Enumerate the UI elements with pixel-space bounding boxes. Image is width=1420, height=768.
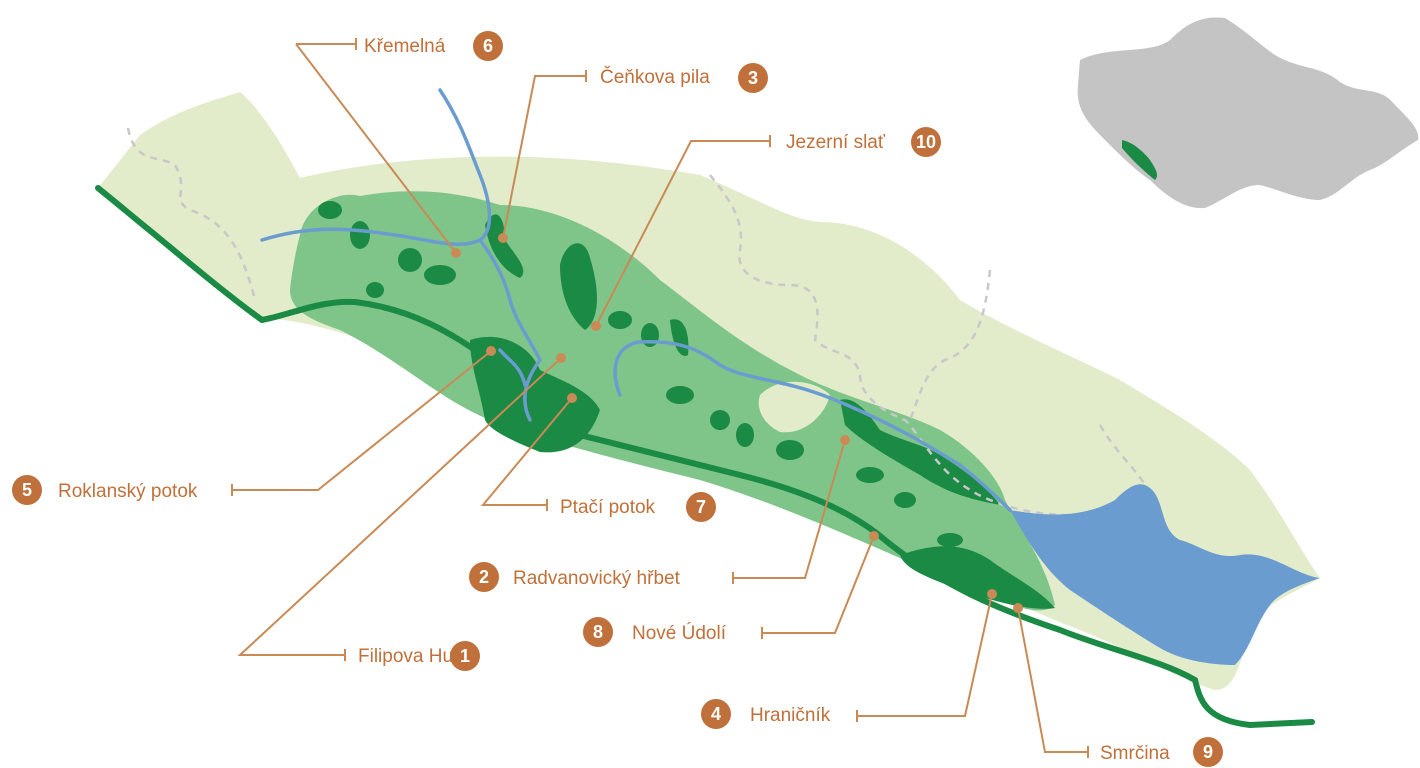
label-nove-udoli-badge — [583, 617, 613, 647]
label-roklansky-potok-name: Roklanský potok — [58, 481, 198, 502]
label-ptaci-potok[interactable]: Ptačí potok 7 — [560, 492, 716, 522]
label-ptaci-potok-badge — [686, 492, 716, 522]
label-kremelna-number: 6 — [483, 36, 493, 56]
label-hranicnik-name: Hraničník — [750, 705, 831, 726]
dot-ptaci-potok[interactable] — [567, 393, 577, 403]
label-radvanovicky-hrbet-number: 2 — [479, 567, 489, 587]
dot-nove-udoli[interactable] — [869, 531, 879, 541]
label-jezerni-slat-badge — [911, 127, 941, 157]
label-filipova-hut-badge — [450, 641, 480, 671]
label-jezerni-slat[interactable]: Jezerní slať 10 — [786, 127, 941, 157]
label-kremelna[interactable]: Křemelná 6 — [364, 31, 503, 61]
location-dots — [451, 233, 1023, 613]
label-ptaci-potok-name: Ptačí potok — [560, 497, 656, 518]
label-cenkova-pila-name: Čeňkova pila — [600, 66, 710, 88]
label-filipova-hut[interactable]: Filipova Huť 1 — [358, 641, 480, 671]
label-cenkova-pila-badge — [738, 63, 768, 93]
open-area-patch — [758, 381, 830, 433]
label-nove-udoli-name: Nové Údolí — [632, 622, 727, 644]
inset-country — [1077, 17, 1419, 209]
label-ptaci-potok-number: 7 — [696, 497, 706, 517]
label-nove-udoli-number: 8 — [593, 622, 603, 642]
label-smrcina-badge — [1193, 737, 1223, 767]
label-hranicnik-number: 4 — [711, 704, 721, 724]
label-smrcina-number: 9 — [1203, 742, 1213, 762]
dot-kremelna[interactable] — [451, 248, 461, 258]
label-hranicnik-badge — [701, 699, 731, 729]
dot-smrcina[interactable] — [1013, 603, 1023, 613]
label-roklansky-potok-number: 5 — [22, 480, 32, 500]
label-roklansky-potok-badge — [12, 475, 42, 505]
label-radvanovicky-hrbet[interactable]: 2 Radvanovický hřbet — [469, 562, 681, 592]
label-kremelna-name: Křemelná — [364, 36, 446, 57]
label-roklansky-potok[interactable]: 5 Roklanský potok — [12, 475, 198, 505]
label-hranicnik[interactable]: 4 Hraničník — [701, 699, 831, 729]
inset-map — [1077, 17, 1419, 209]
leader-lines — [231, 38, 1089, 758]
dot-roklansky-potok[interactable] — [486, 346, 496, 356]
label-smrcina[interactable]: Smrčina 9 — [1100, 737, 1223, 767]
label-kremelna-badge — [473, 31, 503, 61]
label-jezerni-slat-number: 10 — [916, 132, 936, 152]
label-cenkova-pila-number: 3 — [748, 68, 758, 88]
inset-park-highlight — [1122, 140, 1158, 180]
core-zone — [318, 201, 1055, 609]
dot-hranicnik[interactable] — [987, 589, 997, 599]
dot-cenkova-pila[interactable] — [498, 233, 508, 243]
park-boundary — [95, 185, 1315, 729]
label-smrcina-name: Smrčina — [1100, 743, 1170, 764]
label-nove-udoli[interactable]: 8 Nové Údolí — [583, 617, 727, 647]
label-filipova-hut-number: 1 — [460, 646, 470, 666]
dot-radvanovicky-hrbet[interactable] — [840, 435, 850, 445]
label-cenkova-pila[interactable]: Čeňkova pila 3 — [600, 63, 768, 93]
label-radvanovicky-hrbet-name: Radvanovický hřbet — [513, 568, 681, 589]
dot-jezerni-slat[interactable] — [591, 321, 601, 331]
label-jezerni-slat-name: Jezerní slať — [786, 132, 886, 153]
lake — [1010, 484, 1320, 665]
label-radvanovicky-hrbet-badge — [469, 562, 499, 592]
dot-filipova-hut[interactable] — [556, 353, 566, 363]
label-filipova-hut-name: Filipova Huť — [358, 646, 461, 667]
